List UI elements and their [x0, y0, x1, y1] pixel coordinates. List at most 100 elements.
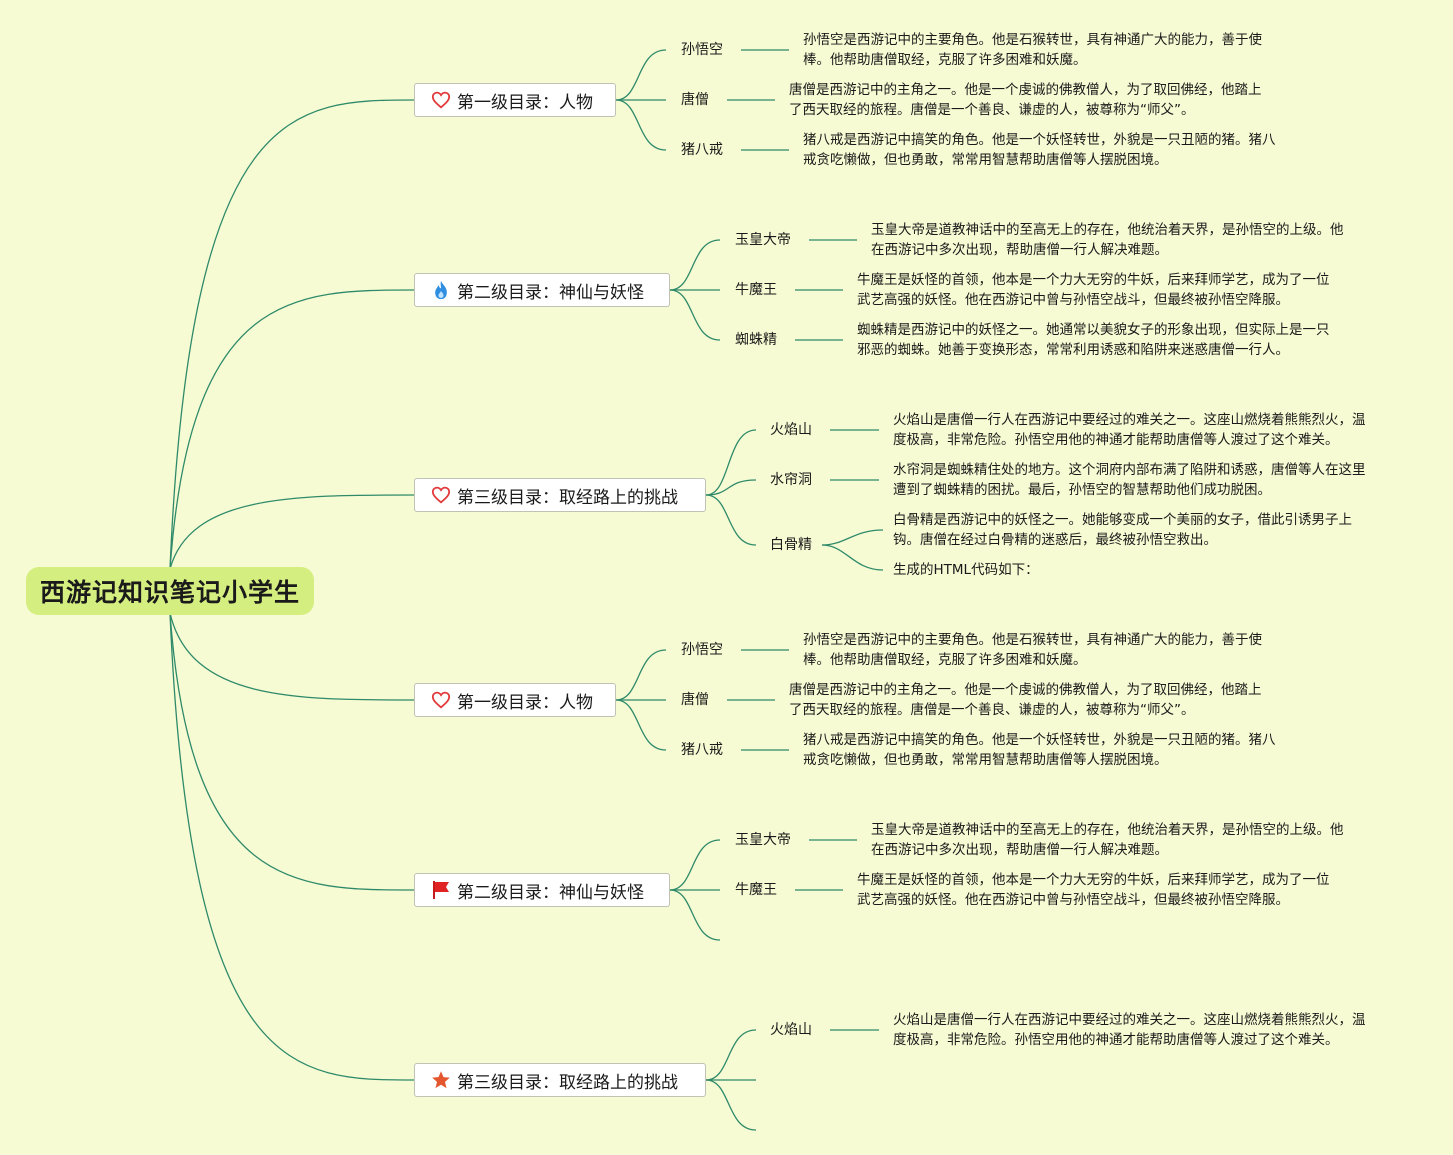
- subtopic-2-0[interactable]: 火焰山: [770, 422, 812, 438]
- subtopic-description-2-2[interactable]: 白骨精是西游记中的妖怪之一。她能够变成一个美丽的女子，借此引诱男子上钩。唐僧在经…: [893, 510, 1352, 550]
- subtopic-description-4-1[interactable]: 牛魔王是妖怪的首领，他本是一个力大无穷的牛妖，后来拜师学艺，成为了一位武艺高强的…: [857, 870, 1330, 910]
- extra-link-2-2: [821, 544, 884, 571]
- description-line: 棒。他帮助唐僧取经，克服了许多困难和妖魔。: [803, 52, 1087, 68]
- subtopic-description-1-2[interactable]: 蜘蛛精是西游记中的妖怪之一。她通常以美貌女子的形象出现，但实际上是一只邪恶的蜘蛛…: [857, 320, 1330, 360]
- branch-link-0-2: [615, 99, 667, 151]
- description-line: 遭到了蜘蛛精的困扰。最后，孙悟空的智慧帮助他们成功脱困。: [893, 482, 1271, 498]
- branch-link-2-1: [705, 479, 757, 496]
- description-line: 玉皇大帝是道教神话中的至高无上的存在，他统治着天界，是孙悟空的上级。他: [871, 822, 1344, 838]
- description-line: 火焰山是唐僧一行人在西游记中要经过的难关之一。这座山燃烧着熊熊烈火，温: [893, 1012, 1366, 1028]
- description-line: 唐僧是西游记中的主角之一。他是一个虔诚的佛教僧人，为了取回佛经，他踏上: [789, 682, 1262, 698]
- branch-topic-5[interactable]: 第三级目录：取经路上的挑战: [414, 1063, 706, 1097]
- branch-topic-4[interactable]: 第二级目录：神仙与妖怪: [414, 873, 670, 907]
- description-line: 唐僧是西游记中的主角之一。他是一个虔诚的佛教僧人，为了取回佛经，他踏上: [789, 82, 1262, 98]
- subtopic-2-1[interactable]: 水帘洞: [770, 472, 812, 488]
- subtopic-1-0[interactable]: 玉皇大帝: [735, 232, 791, 248]
- branch-link-2-0: [705, 429, 757, 496]
- branch-topic-1[interactable]: 第二级目录：神仙与妖怪: [414, 273, 670, 307]
- description-line: 孙悟空是西游记中的主要角色。他是石猴转世，具有神通广大的能力，善于使: [803, 632, 1262, 648]
- heart-outline-icon: [431, 485, 451, 505]
- root-link-4: [169, 612, 415, 891]
- description-line: 在西游记中多次出现，帮助唐僧一行人解决难题。: [871, 242, 1168, 258]
- subtopic-description-3-0[interactable]: 孙悟空是西游记中的主要角色。他是石猴转世，具有神通广大的能力，善于使棒。他帮助唐…: [803, 630, 1262, 670]
- branch-topic-2[interactable]: 第三级目录：取经路上的挑战: [414, 478, 706, 512]
- subtopic-2-2[interactable]: 白骨精: [770, 537, 812, 553]
- subtopic-description-2-1[interactable]: 水帘洞是蜘蛛精住处的地方。这个洞府内部布满了陷阱和诱惑，唐僧等人在这里遭到了蜘蛛…: [893, 460, 1366, 500]
- root-link-2: [169, 494, 415, 570]
- subtopic-description-3-2[interactable]: 猪八戒是西游记中搞笑的角色。他是一个妖怪转世，外貌是一只丑陋的猪。猪八戒贪吃懒做…: [803, 730, 1276, 770]
- branch-link-1-2: [669, 289, 721, 341]
- subtopic-description-0-1[interactable]: 唐僧是西游记中的主角之一。他是一个虔诚的佛教僧人，为了取回佛经，他踏上了西天取经…: [789, 80, 1262, 120]
- description-line: 猪八戒是西游记中搞笑的角色。他是一个妖怪转世，外貌是一只丑陋的猪。猪八: [803, 132, 1276, 148]
- heart-outline-icon: [431, 90, 451, 110]
- description-line: 邪恶的蜘蛛。她善于变换形态，常常利用诱惑和陷阱来迷惑唐僧一行人。: [857, 342, 1289, 358]
- subtopic-1-1[interactable]: 牛魔王: [735, 282, 777, 298]
- branch-link-0-0: [615, 49, 667, 101]
- description-line: 牛魔王是妖怪的首领，他本是一个力大无穷的牛妖，后来拜师学艺，成为了一位: [857, 272, 1330, 288]
- description-line: 度极高，非常危险。孙悟空用他的神通才能帮助唐僧等人渡过了这个难关。: [893, 432, 1339, 448]
- description-line: 水帘洞是蜘蛛精住处的地方。这个洞府内部布满了陷阱和诱惑，唐僧等人在这里: [893, 462, 1366, 478]
- branch-link-3-2: [615, 699, 667, 751]
- description-line: 蜘蛛精是西游记中的妖怪之一。她通常以美貌女子的形象出现，但实际上是一只: [857, 322, 1330, 338]
- root-link-3: [169, 612, 415, 701]
- description-line: 武艺高强的妖怪。他在西游记中曾与孙悟空战斗，但最终被孙悟空降服。: [857, 292, 1289, 308]
- branch-topic-label: 第二级目录：神仙与妖怪: [457, 282, 644, 303]
- subtopic-1-2[interactable]: 蜘蛛精: [735, 332, 777, 348]
- subtopic-description-4-0[interactable]: 玉皇大帝是道教神话中的至高无上的存在，他统治着天界，是孙悟空的上级。他在西游记中…: [871, 820, 1344, 860]
- subtopic-3-2[interactable]: 猪八戒: [681, 742, 723, 758]
- description-line: 了西天取经的旅程。唐僧是一个善良、谦虚的人，被尊称为“师父”。: [789, 702, 1195, 718]
- subtopic-description-2-0[interactable]: 火焰山是唐僧一行人在西游记中要经过的难关之一。这座山燃烧着熊熊烈火，温度极高，非…: [893, 410, 1366, 450]
- subtopic-4-0[interactable]: 玉皇大帝: [735, 832, 791, 848]
- root-link-1: [169, 289, 415, 570]
- description-line: 孙悟空是西游记中的主要角色。他是石猴转世，具有神通广大的能力，善于使: [803, 32, 1262, 48]
- description-line: 在西游记中多次出现，帮助唐僧一行人解决难题。: [871, 842, 1168, 858]
- root-topic[interactable]: 西游记知识笔记小学生: [26, 567, 314, 615]
- subtopic-0-0[interactable]: 孙悟空: [681, 42, 723, 58]
- subtopic-description-5-0[interactable]: 火焰山是唐僧一行人在西游记中要经过的难关之一。这座山燃烧着熊熊烈火，温度极高，非…: [893, 1010, 1366, 1050]
- description-line: 度极高，非常危险。孙悟空用他的神通才能帮助唐僧等人渡过了这个难关。: [893, 1032, 1339, 1048]
- subtopic-description-0-0[interactable]: 孙悟空是西游记中的主要角色。他是石猴转世，具有神通广大的能力，善于使棒。他帮助唐…: [803, 30, 1262, 70]
- description-line: 玉皇大帝是道教神话中的至高无上的存在，他统治着天界，是孙悟空的上级。他: [871, 222, 1344, 238]
- subtopic-note-2-2[interactable]: 生成的HTML代码如下：: [893, 562, 1039, 578]
- desc-link-2-2: [821, 529, 884, 546]
- subtopic-4-1[interactable]: 牛魔王: [735, 882, 777, 898]
- description-line: 白骨精是西游记中的妖怪之一。她能够变成一个美丽的女子，借此引诱男子上: [893, 512, 1352, 528]
- description-line: 戒贪吃懒做，但也勇敢，常常用智慧帮助唐僧等人摆脱困境。: [803, 152, 1168, 168]
- root-link-0: [169, 99, 415, 570]
- branch-topic-label: 第三级目录：取经路上的挑战: [457, 487, 678, 508]
- description-line: 戒贪吃懒做，但也勇敢，常常用智慧帮助唐僧等人摆脱困境。: [803, 752, 1168, 768]
- branch-link-1-0: [669, 239, 721, 291]
- branch-topic-0[interactable]: 第一级目录：人物: [414, 83, 616, 117]
- heart-outline-icon: [431, 690, 451, 710]
- branch-topic-label: 第一级目录：人物: [457, 92, 593, 113]
- subtopic-description-1-0[interactable]: 玉皇大帝是道教神话中的至高无上的存在，他统治着天界，是孙悟空的上级。他在西游记中…: [871, 220, 1344, 260]
- branch-link-5-2: [705, 1079, 757, 1131]
- branch-link-3-0: [615, 649, 667, 701]
- fire-icon: [431, 280, 451, 300]
- subtopic-0-1[interactable]: 唐僧: [681, 92, 709, 108]
- branch-link-2-2: [705, 494, 757, 546]
- description-line: 武艺高强的妖怪。他在西游记中曾与孙悟空战斗，但最终被孙悟空降服。: [857, 892, 1289, 908]
- branch-link-4-2: [669, 889, 721, 941]
- branch-topic-label: 第二级目录：神仙与妖怪: [457, 882, 644, 903]
- subtopic-description-0-2[interactable]: 猪八戒是西游记中搞笑的角色。他是一个妖怪转世，外貌是一只丑陋的猪。猪八戒贪吃懒做…: [803, 130, 1276, 170]
- subtopic-3-0[interactable]: 孙悟空: [681, 642, 723, 658]
- subtopic-description-1-1[interactable]: 牛魔王是妖怪的首领，他本是一个力大无穷的牛妖，后来拜师学艺，成为了一位武艺高强的…: [857, 270, 1330, 310]
- description-line: 了西天取经的旅程。唐僧是一个善良、谦虚的人，被尊称为“师父”。: [789, 102, 1195, 118]
- description-line: 猪八戒是西游记中搞笑的角色。他是一个妖怪转世，外貌是一只丑陋的猪。猪八: [803, 732, 1276, 748]
- branch-topic-label: 第一级目录：人物: [457, 692, 593, 713]
- subtopic-0-2[interactable]: 猪八戒: [681, 142, 723, 158]
- red-flag-icon: [431, 880, 451, 900]
- description-line: 牛魔王是妖怪的首领，他本是一个力大无穷的牛妖，后来拜师学艺，成为了一位: [857, 872, 1330, 888]
- subtopic-description-3-1[interactable]: 唐僧是西游记中的主角之一。他是一个虔诚的佛教僧人，为了取回佛经，他踏上了西天取经…: [789, 680, 1262, 720]
- description-line: 棒。他帮助唐僧取经，克服了许多困难和妖魔。: [803, 652, 1087, 668]
- branch-topic-label: 第三级目录：取经路上的挑战: [457, 1072, 678, 1093]
- description-line: 钩。唐僧在经过白骨精的迷惑后，最终被孙悟空救出。: [893, 532, 1217, 548]
- branch-topic-3[interactable]: 第一级目录：人物: [414, 683, 616, 717]
- branch-link-5-0: [705, 1029, 757, 1081]
- subtopic-3-1[interactable]: 唐僧: [681, 692, 709, 708]
- subtopic-5-0[interactable]: 火焰山: [770, 1022, 812, 1038]
- branch-link-4-0: [669, 839, 721, 891]
